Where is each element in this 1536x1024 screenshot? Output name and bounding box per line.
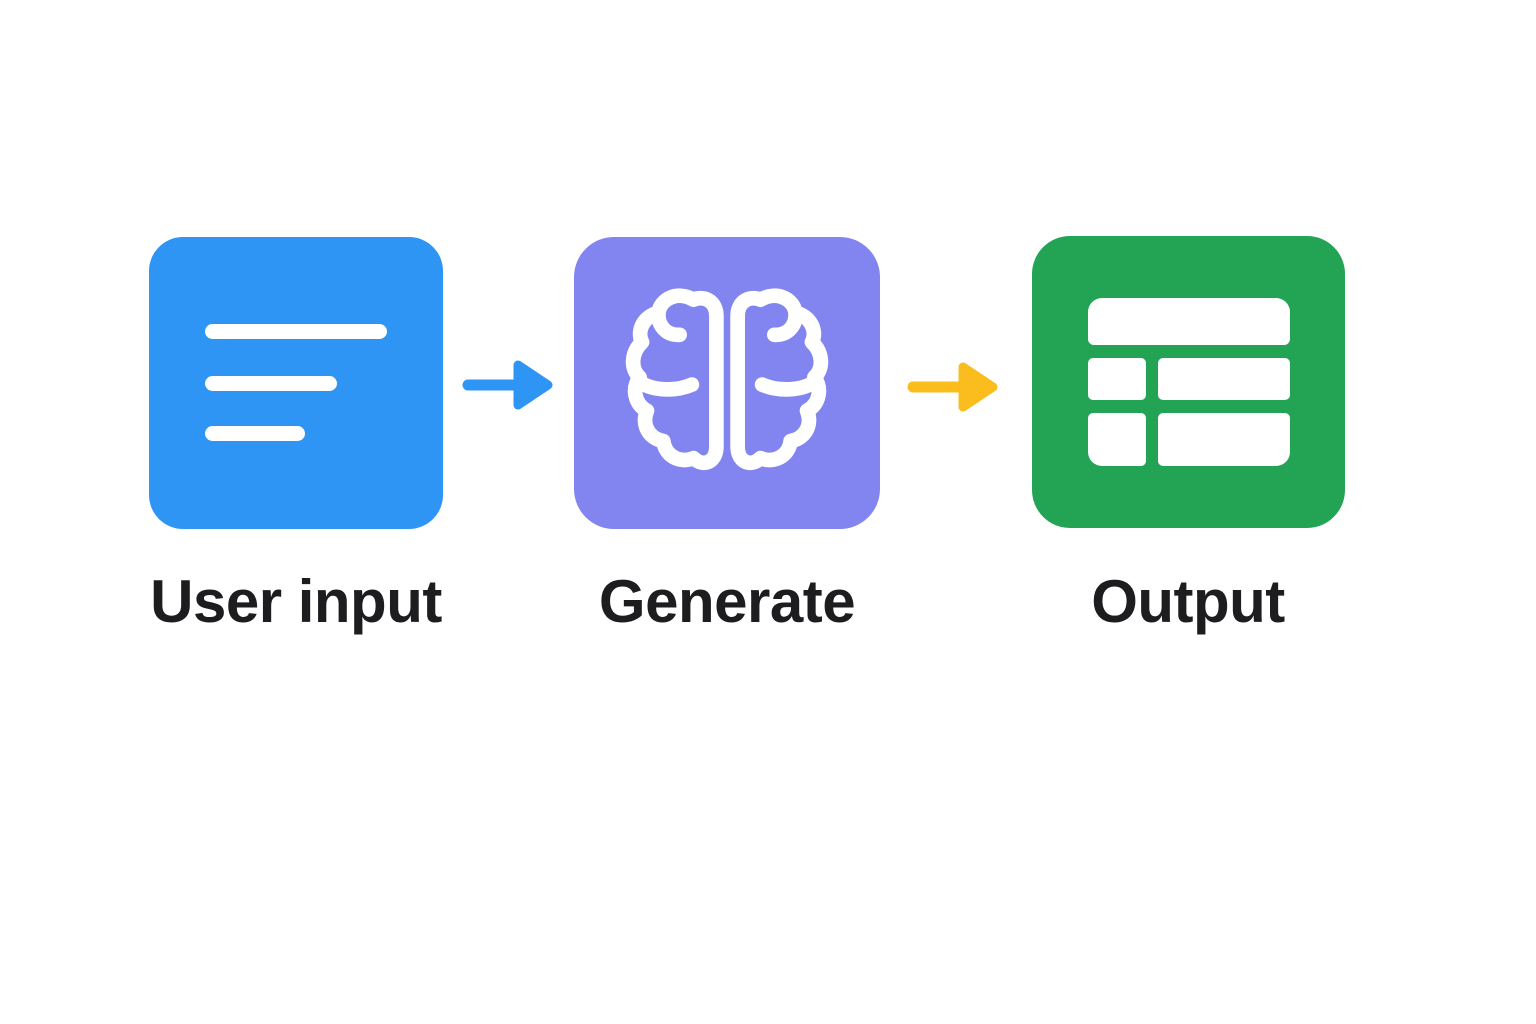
table-icon — [1087, 298, 1290, 466]
text-lines-icon — [205, 324, 387, 442]
output-label: Output — [1091, 568, 1285, 635]
user-input-label: User input — [150, 568, 442, 635]
text-line — [205, 376, 337, 391]
arrow-right-icon — [907, 362, 998, 412]
table-cell — [1087, 413, 1146, 466]
brain-icon — [629, 285, 825, 481]
table-cell — [1087, 358, 1146, 400]
generate-node — [574, 237, 880, 529]
output-node — [1032, 236, 1345, 528]
generate-label: Generate — [598, 568, 856, 635]
table-cell — [1157, 413, 1290, 466]
text-line — [205, 324, 387, 339]
table-header-cell — [1087, 298, 1290, 345]
text-line — [205, 426, 305, 441]
arrow-right-icon — [462, 360, 553, 410]
table-cell — [1157, 358, 1290, 400]
user-input-node — [149, 237, 443, 529]
